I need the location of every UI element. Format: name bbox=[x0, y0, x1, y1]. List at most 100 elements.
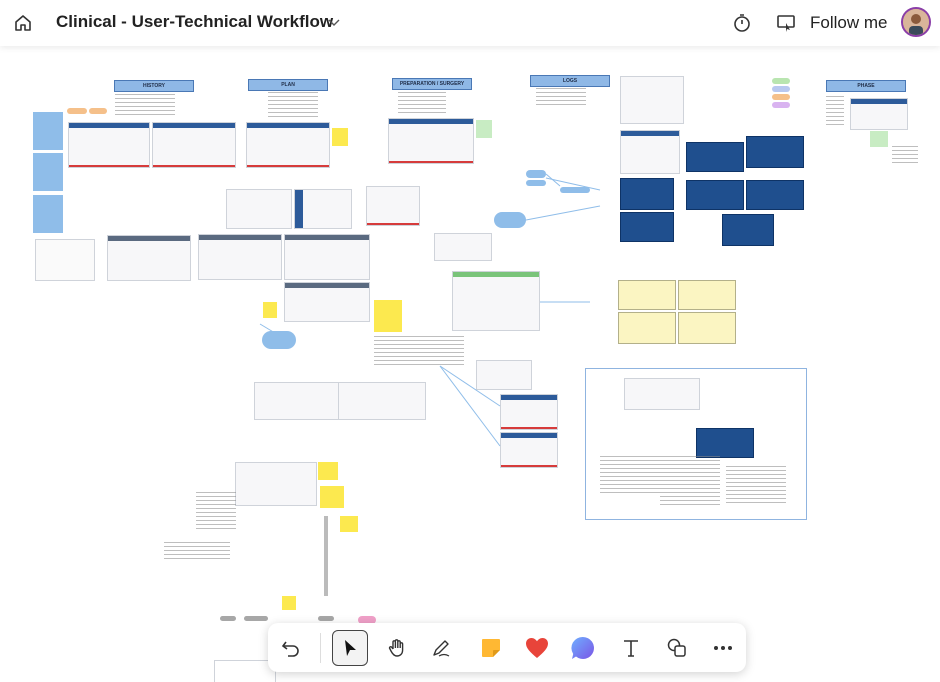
bottom-node-pink bbox=[358, 616, 376, 624]
logs-legend-4 bbox=[772, 102, 790, 108]
plan-screen-1 bbox=[246, 122, 330, 168]
top-bar: Clinical - User-Technical Workflow Follo… bbox=[0, 0, 940, 46]
spec-text-2 bbox=[660, 456, 720, 506]
flow-table-1 bbox=[254, 382, 340, 420]
logs-legend-3 bbox=[772, 94, 790, 100]
sticky-note-icon[interactable] bbox=[474, 631, 508, 665]
history-tag-2 bbox=[89, 108, 107, 114]
home-icon[interactable] bbox=[12, 12, 34, 34]
history-screen-2 bbox=[152, 122, 236, 168]
logs-dark-1 bbox=[620, 178, 674, 210]
bottom-node-3 bbox=[318, 616, 334, 621]
section-title-logs: LOGS bbox=[530, 75, 610, 87]
review-frame-1 bbox=[618, 280, 676, 310]
flow-screen-c bbox=[500, 432, 558, 468]
connector-lines bbox=[259, 173, 601, 596]
plan-screen-4 bbox=[198, 234, 282, 280]
bottom-sticky-3 bbox=[340, 516, 358, 532]
history-screen-1 bbox=[68, 122, 150, 168]
phase-note-green bbox=[870, 131, 888, 147]
logs-dark-2 bbox=[620, 212, 674, 242]
flow-screen-a bbox=[476, 360, 532, 390]
prep-screen-1 bbox=[388, 118, 474, 164]
plan-text bbox=[268, 92, 318, 118]
spec-dark bbox=[696, 428, 754, 458]
plan-screen-5 bbox=[284, 234, 370, 280]
shapes-icon[interactable] bbox=[660, 631, 694, 665]
logs-dark-4 bbox=[746, 136, 804, 168]
prep-bubble bbox=[494, 212, 526, 228]
prep-table-green bbox=[452, 271, 540, 331]
plan-sticky-1 bbox=[332, 128, 348, 146]
board-title[interactable]: Clinical - User-Technical Workflow bbox=[56, 12, 334, 31]
review-frame-4 bbox=[678, 312, 736, 344]
present-screen-icon[interactable] bbox=[775, 12, 797, 34]
phase-text bbox=[826, 96, 844, 128]
left-card-2 bbox=[33, 153, 63, 191]
bottom-text-2 bbox=[196, 492, 236, 532]
user-avatar[interactable] bbox=[901, 7, 931, 37]
whiteboard-canvas[interactable]: HISTORY PLAN PREPARATION / SURGERY LOGS … bbox=[0, 46, 940, 682]
bottom-node-1 bbox=[220, 616, 236, 621]
section-title-history: HISTORY bbox=[114, 80, 194, 92]
flow-text bbox=[374, 336, 464, 366]
history-text bbox=[115, 94, 175, 116]
section-title-preparation: PREPARATION / SURGERY bbox=[392, 78, 472, 90]
prep-note-green bbox=[476, 120, 492, 138]
logs-node-3 bbox=[560, 187, 590, 193]
text-tool-icon[interactable] bbox=[614, 631, 648, 665]
plan-screen-3 bbox=[294, 189, 352, 229]
undo-icon[interactable] bbox=[274, 631, 308, 665]
prep-text bbox=[398, 92, 446, 114]
logs-dark-3 bbox=[686, 142, 744, 172]
spec-text-1 bbox=[600, 456, 660, 496]
timer-icon[interactable] bbox=[731, 12, 753, 34]
logs-screen-1 bbox=[620, 76, 684, 124]
left-card-1 bbox=[33, 112, 63, 150]
bottom-node-2 bbox=[244, 616, 268, 621]
drawing-toolbar bbox=[268, 623, 746, 672]
logs-node-2 bbox=[526, 180, 546, 186]
prep-screen-2 bbox=[366, 186, 420, 226]
spec-text-3 bbox=[726, 466, 786, 506]
review-frame-2 bbox=[678, 280, 736, 310]
chevron-down-icon[interactable] bbox=[326, 14, 342, 30]
phase-screen bbox=[850, 98, 908, 130]
logs-dark-7 bbox=[722, 214, 774, 246]
history-screen-4 bbox=[107, 235, 191, 281]
hand-pan-icon[interactable] bbox=[380, 631, 414, 665]
review-frame-3 bbox=[618, 312, 676, 344]
phase-text-2 bbox=[892, 146, 918, 166]
logs-text bbox=[536, 88, 586, 108]
flow-screen-b bbox=[500, 394, 558, 430]
bottom-sticky-4 bbox=[282, 596, 296, 610]
bottom-text-1 bbox=[164, 542, 230, 562]
heart-reaction-icon[interactable] bbox=[520, 631, 554, 665]
logs-node-1 bbox=[526, 170, 546, 178]
plan-bubble bbox=[262, 331, 296, 349]
pen-icon[interactable] bbox=[424, 631, 458, 665]
logs-dark-6 bbox=[746, 180, 804, 210]
bottom-sticky-2 bbox=[320, 486, 344, 508]
prep-screen-3 bbox=[434, 233, 492, 261]
left-card-3 bbox=[33, 195, 63, 233]
toolbar-divider bbox=[320, 633, 321, 663]
section-title-phase: PHASE bbox=[826, 80, 906, 92]
bottom-sticky-1 bbox=[318, 462, 338, 480]
follow-me-button[interactable]: Follow me bbox=[810, 13, 888, 32]
section-title-plan: PLAN bbox=[248, 79, 328, 91]
plan-sticky-2 bbox=[263, 302, 277, 318]
spec-region bbox=[585, 368, 807, 520]
select-tool-icon[interactable] bbox=[332, 630, 368, 666]
prep-sticky bbox=[374, 300, 402, 332]
spec-screen bbox=[624, 378, 700, 410]
logs-legend-2 bbox=[772, 86, 790, 92]
more-options-icon[interactable] bbox=[706, 631, 740, 665]
comment-icon[interactable] bbox=[566, 631, 600, 665]
logs-screen-2 bbox=[620, 130, 680, 174]
history-screen-3 bbox=[35, 239, 95, 281]
flow-table-2 bbox=[338, 382, 426, 420]
plan-screen-6 bbox=[284, 282, 370, 322]
plan-screen-2 bbox=[226, 189, 292, 229]
logs-legend-1 bbox=[772, 78, 790, 84]
